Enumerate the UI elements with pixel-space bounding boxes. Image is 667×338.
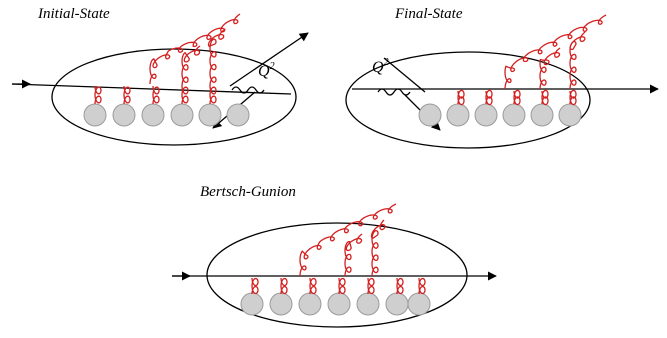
- nucleus-ellipse: [206, 222, 468, 328]
- nucleon: [407, 292, 431, 316]
- nucleon: [141, 103, 165, 127]
- nucleon: [474, 103, 498, 127]
- initial-state-title: Initial-State: [37, 6, 110, 22]
- nucleon: [418, 103, 442, 127]
- nucleon-row: [418, 103, 582, 127]
- nucleon: [446, 103, 470, 127]
- nucleon-row: [83, 103, 250, 127]
- nucleon: [269, 292, 293, 316]
- gluon-line: [504, 14, 607, 90]
- incoming-diagonal: [383, 57, 426, 93]
- q2-label: Q2: [258, 61, 275, 80]
- q2-label: Q2: [372, 57, 389, 76]
- nucleon: [298, 292, 322, 316]
- gluon-line: [457, 89, 465, 106]
- gluon-line: [181, 45, 201, 87]
- gluon-line: [344, 233, 363, 277]
- gluon-line: [149, 13, 241, 85]
- nucleon: [530, 103, 554, 127]
- panel-bertsch-gunion: Bertsch-Gunion: [172, 184, 497, 328]
- nucleon: [240, 292, 264, 316]
- gluon-line: [181, 85, 189, 105]
- nucleon: [385, 292, 409, 316]
- nucleon: [558, 103, 582, 127]
- nucleon: [327, 292, 351, 316]
- gluon-line: [299, 203, 397, 277]
- final-state-title: Final-State: [394, 6, 463, 22]
- nucleon: [226, 103, 250, 127]
- gluon-group: [251, 203, 426, 295]
- nucleon: [112, 103, 136, 127]
- nucleon: [198, 103, 222, 127]
- gluon-line: [569, 89, 577, 106]
- gluon-line: [338, 277, 346, 295]
- gluon-line: [541, 89, 549, 106]
- gluon-line: [94, 85, 102, 105]
- gluon-line: [207, 29, 225, 87]
- gluon-line: [569, 31, 586, 90]
- photon-line: [377, 88, 411, 96]
- outgoing-arrow-up: [229, 32, 309, 87]
- gluon-line: [513, 89, 521, 106]
- gluon-line: [152, 85, 160, 105]
- bertsch-gunion-title: Bertsch-Gunion: [200, 184, 296, 200]
- gluon-line: [309, 277, 317, 295]
- nucleon: [170, 103, 194, 127]
- nucleus-ellipse: [345, 51, 591, 149]
- nucleon: [83, 103, 107, 127]
- gluon-line: [370, 219, 386, 277]
- gluon-line: [485, 89, 493, 106]
- nucleon: [502, 103, 526, 127]
- gluon-line: [251, 277, 259, 295]
- gluon-group: [94, 13, 241, 105]
- gluon-line: [539, 47, 561, 90]
- gluon-line: [418, 277, 426, 295]
- gluon-line: [367, 277, 375, 295]
- nucleon-row: [240, 292, 431, 316]
- nucleon: [356, 292, 380, 316]
- gluon-line: [123, 85, 131, 105]
- gluon-line: [209, 85, 217, 105]
- gluon-line: [396, 277, 404, 295]
- panel-final-state: Final-State Q2: [345, 6, 659, 149]
- panel-initial-state: Initial-State Q2: [11, 6, 309, 146]
- photon-line: [231, 86, 265, 94]
- gluon-line: [280, 277, 288, 295]
- gluon-group: [457, 14, 607, 106]
